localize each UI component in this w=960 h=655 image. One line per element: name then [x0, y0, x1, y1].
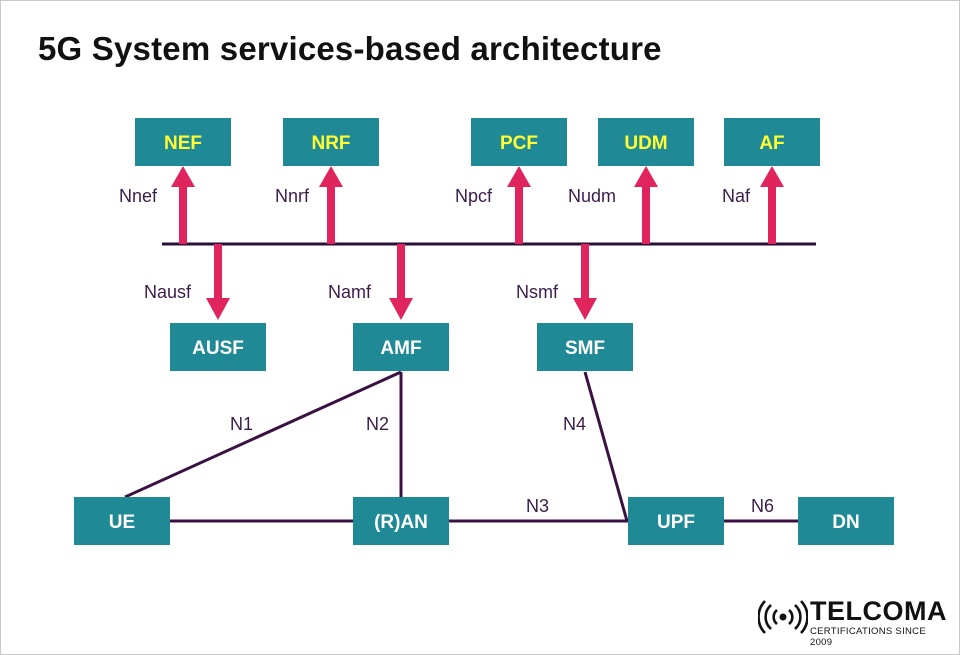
- node-udm-label: UDM: [624, 133, 667, 154]
- node-ausf: AUSF: [170, 323, 266, 371]
- logo-tagline: CERTIFICATIONS SINCE 2009: [810, 626, 926, 648]
- arrow-nsmf: [573, 244, 597, 320]
- node-dn: DN: [798, 497, 894, 545]
- signal-icon: [758, 600, 808, 634]
- label-namf: Namf: [328, 282, 372, 302]
- label-nausf: Nausf: [144, 282, 192, 302]
- logo-name: TELCOMA: [810, 596, 947, 626]
- arrow-nausf: [206, 244, 230, 320]
- node-udm: UDM: [598, 118, 694, 166]
- node-ausf-label: AUSF: [192, 338, 244, 359]
- node-smf: SMF: [537, 323, 633, 371]
- node-nef: NEF: [135, 118, 231, 166]
- node-amf-label: AMF: [380, 338, 421, 359]
- page-title: 5G System services-based architecture: [38, 30, 662, 67]
- label-nnrf: Nnrf: [275, 186, 310, 206]
- link-n4: [583, 371, 629, 522]
- label-n4: N4: [563, 414, 586, 434]
- node-ue: UE: [74, 497, 170, 545]
- arrow-nnrf: [319, 166, 343, 244]
- arrow-naf: [760, 166, 784, 244]
- label-n6: N6: [751, 496, 774, 516]
- node-smf-label: SMF: [565, 338, 605, 359]
- telcoma-logo: TELCOMA CERTIFICATIONS SINCE 2009: [758, 596, 948, 648]
- node-af-label: AF: [759, 133, 784, 154]
- node-ue-label: UE: [109, 512, 135, 533]
- label-n1: N1: [230, 414, 253, 434]
- arrow-nudm: [634, 166, 658, 244]
- arrow-namf: [389, 244, 413, 320]
- node-upf: UPF: [628, 497, 724, 545]
- arrow-npcf: [507, 166, 531, 244]
- link-n1: [124, 370, 402, 499]
- node-ran: (R)AN: [353, 497, 449, 545]
- node-pcf-label: PCF: [500, 133, 538, 154]
- label-npcf: Npcf: [455, 186, 493, 206]
- label-nudm: Nudm: [568, 186, 616, 206]
- arrow-nnef: [171, 166, 195, 244]
- node-nrf-label: NRF: [311, 133, 350, 154]
- node-dn-label: DN: [832, 512, 859, 533]
- node-nrf: NRF: [283, 118, 379, 166]
- label-n3: N3: [526, 496, 549, 516]
- label-naf: Naf: [722, 186, 751, 206]
- node-nef-label: NEF: [164, 133, 202, 154]
- node-upf-label: UPF: [657, 512, 695, 533]
- label-n2: N2: [366, 414, 389, 434]
- node-amf: AMF: [353, 323, 449, 371]
- node-af: AF: [724, 118, 820, 166]
- node-ran-label: (R)AN: [374, 512, 428, 533]
- label-nsmf: Nsmf: [516, 282, 559, 302]
- label-nnef: Nnef: [119, 186, 158, 206]
- node-pcf: PCF: [471, 118, 567, 166]
